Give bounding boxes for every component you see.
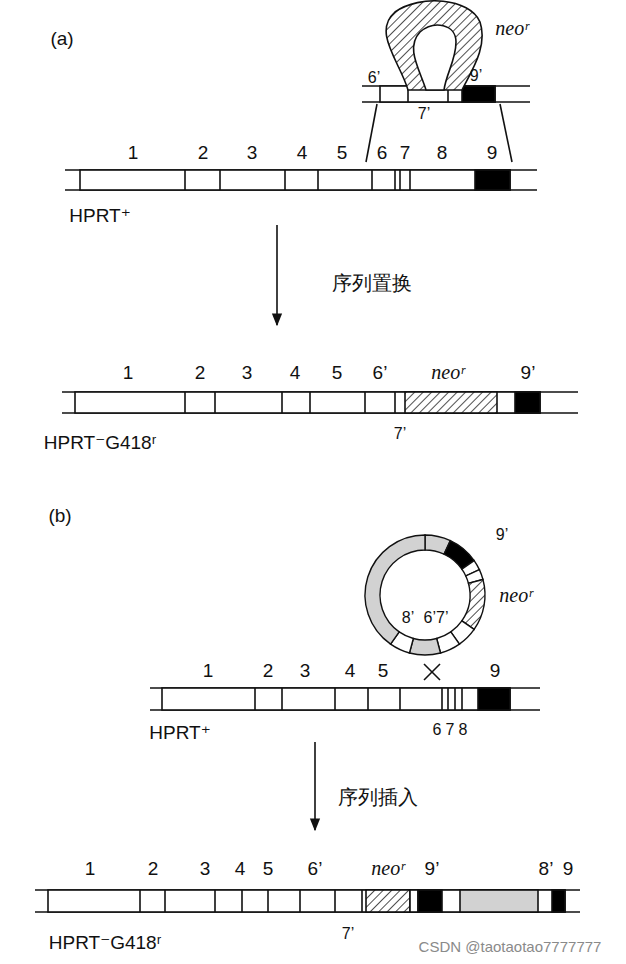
gene-name: neoʳ <box>495 18 528 38</box>
plasmid-segment <box>365 535 425 644</box>
gene-name: neoʳ <box>499 585 532 605</box>
watermark: CSDN @taotaotao7777777 <box>419 939 602 954</box>
exon-label: 6’7’ <box>424 610 449 626</box>
genotype-label: HPRT⁻G418ʳ <box>49 933 161 952</box>
exon-number: 4 <box>290 363 301 382</box>
exon-number: 5 <box>263 859 274 878</box>
exon-number: 9 <box>487 143 498 162</box>
genotype-label: HPRT⁻G418ʳ <box>44 433 156 452</box>
exon-label: 6’ <box>308 859 323 878</box>
exon-number: 7 <box>446 722 455 738</box>
exon-number: 9 <box>563 859 574 878</box>
exon-number: 1 <box>203 661 214 680</box>
exon-number: 3 <box>300 661 311 680</box>
genotype-label: HPRT⁺ <box>69 206 130 225</box>
exon-label: 6’ <box>373 363 388 382</box>
step-label: 序列插入 <box>338 787 418 807</box>
exon-number: 2 <box>195 363 206 382</box>
exon-number: 2 <box>148 859 159 878</box>
gene-name: neoʳ <box>371 858 404 878</box>
step-label: 序列置换 <box>332 273 412 293</box>
gene-name: neoʳ <box>431 362 464 382</box>
genotype-label: HPRT⁺ <box>149 723 210 742</box>
exon-number: 5 <box>378 661 389 680</box>
exon-number: 2 <box>198 143 209 162</box>
exon-number: 1 <box>85 859 96 878</box>
plasmid-segment <box>462 579 485 629</box>
exon-number: 6 <box>377 143 388 162</box>
exon-number: 3 <box>242 363 253 382</box>
exon-number: 4 <box>235 859 246 878</box>
exon-number: 2 <box>263 661 274 680</box>
plasmid-segment <box>409 638 440 655</box>
exon-number: 8 <box>437 143 448 162</box>
exon-label: 7’ <box>418 106 430 122</box>
exon-number: 7 <box>400 143 411 162</box>
exon-label: 6’ <box>368 70 380 86</box>
exon-label: 9’ <box>521 363 536 382</box>
exon-number: 9 <box>490 661 501 680</box>
exon-label: 7’ <box>342 926 354 942</box>
exon-number: 3 <box>247 143 258 162</box>
exon-number: 8 <box>459 722 468 738</box>
exon-label: 8’ <box>539 859 554 878</box>
exon-number: 4 <box>297 143 308 162</box>
exon-number: 4 <box>345 661 356 680</box>
exon-label: 9’ <box>425 859 440 878</box>
exon-number: 6 <box>433 722 442 738</box>
exon-label: 9’ <box>470 68 482 84</box>
exon-number: 5 <box>332 363 343 382</box>
exon-number: 1 <box>123 363 134 382</box>
exon-label: 7’ <box>394 426 406 442</box>
panel-letter: (a) <box>50 29 73 48</box>
exon-label: 8’ <box>402 610 414 626</box>
exon-number: 1 <box>128 143 139 162</box>
exon-label: 9’ <box>496 527 508 543</box>
panel-letter: (b) <box>48 506 71 525</box>
exon-number: 3 <box>200 859 211 878</box>
exon-number: 5 <box>337 143 348 162</box>
